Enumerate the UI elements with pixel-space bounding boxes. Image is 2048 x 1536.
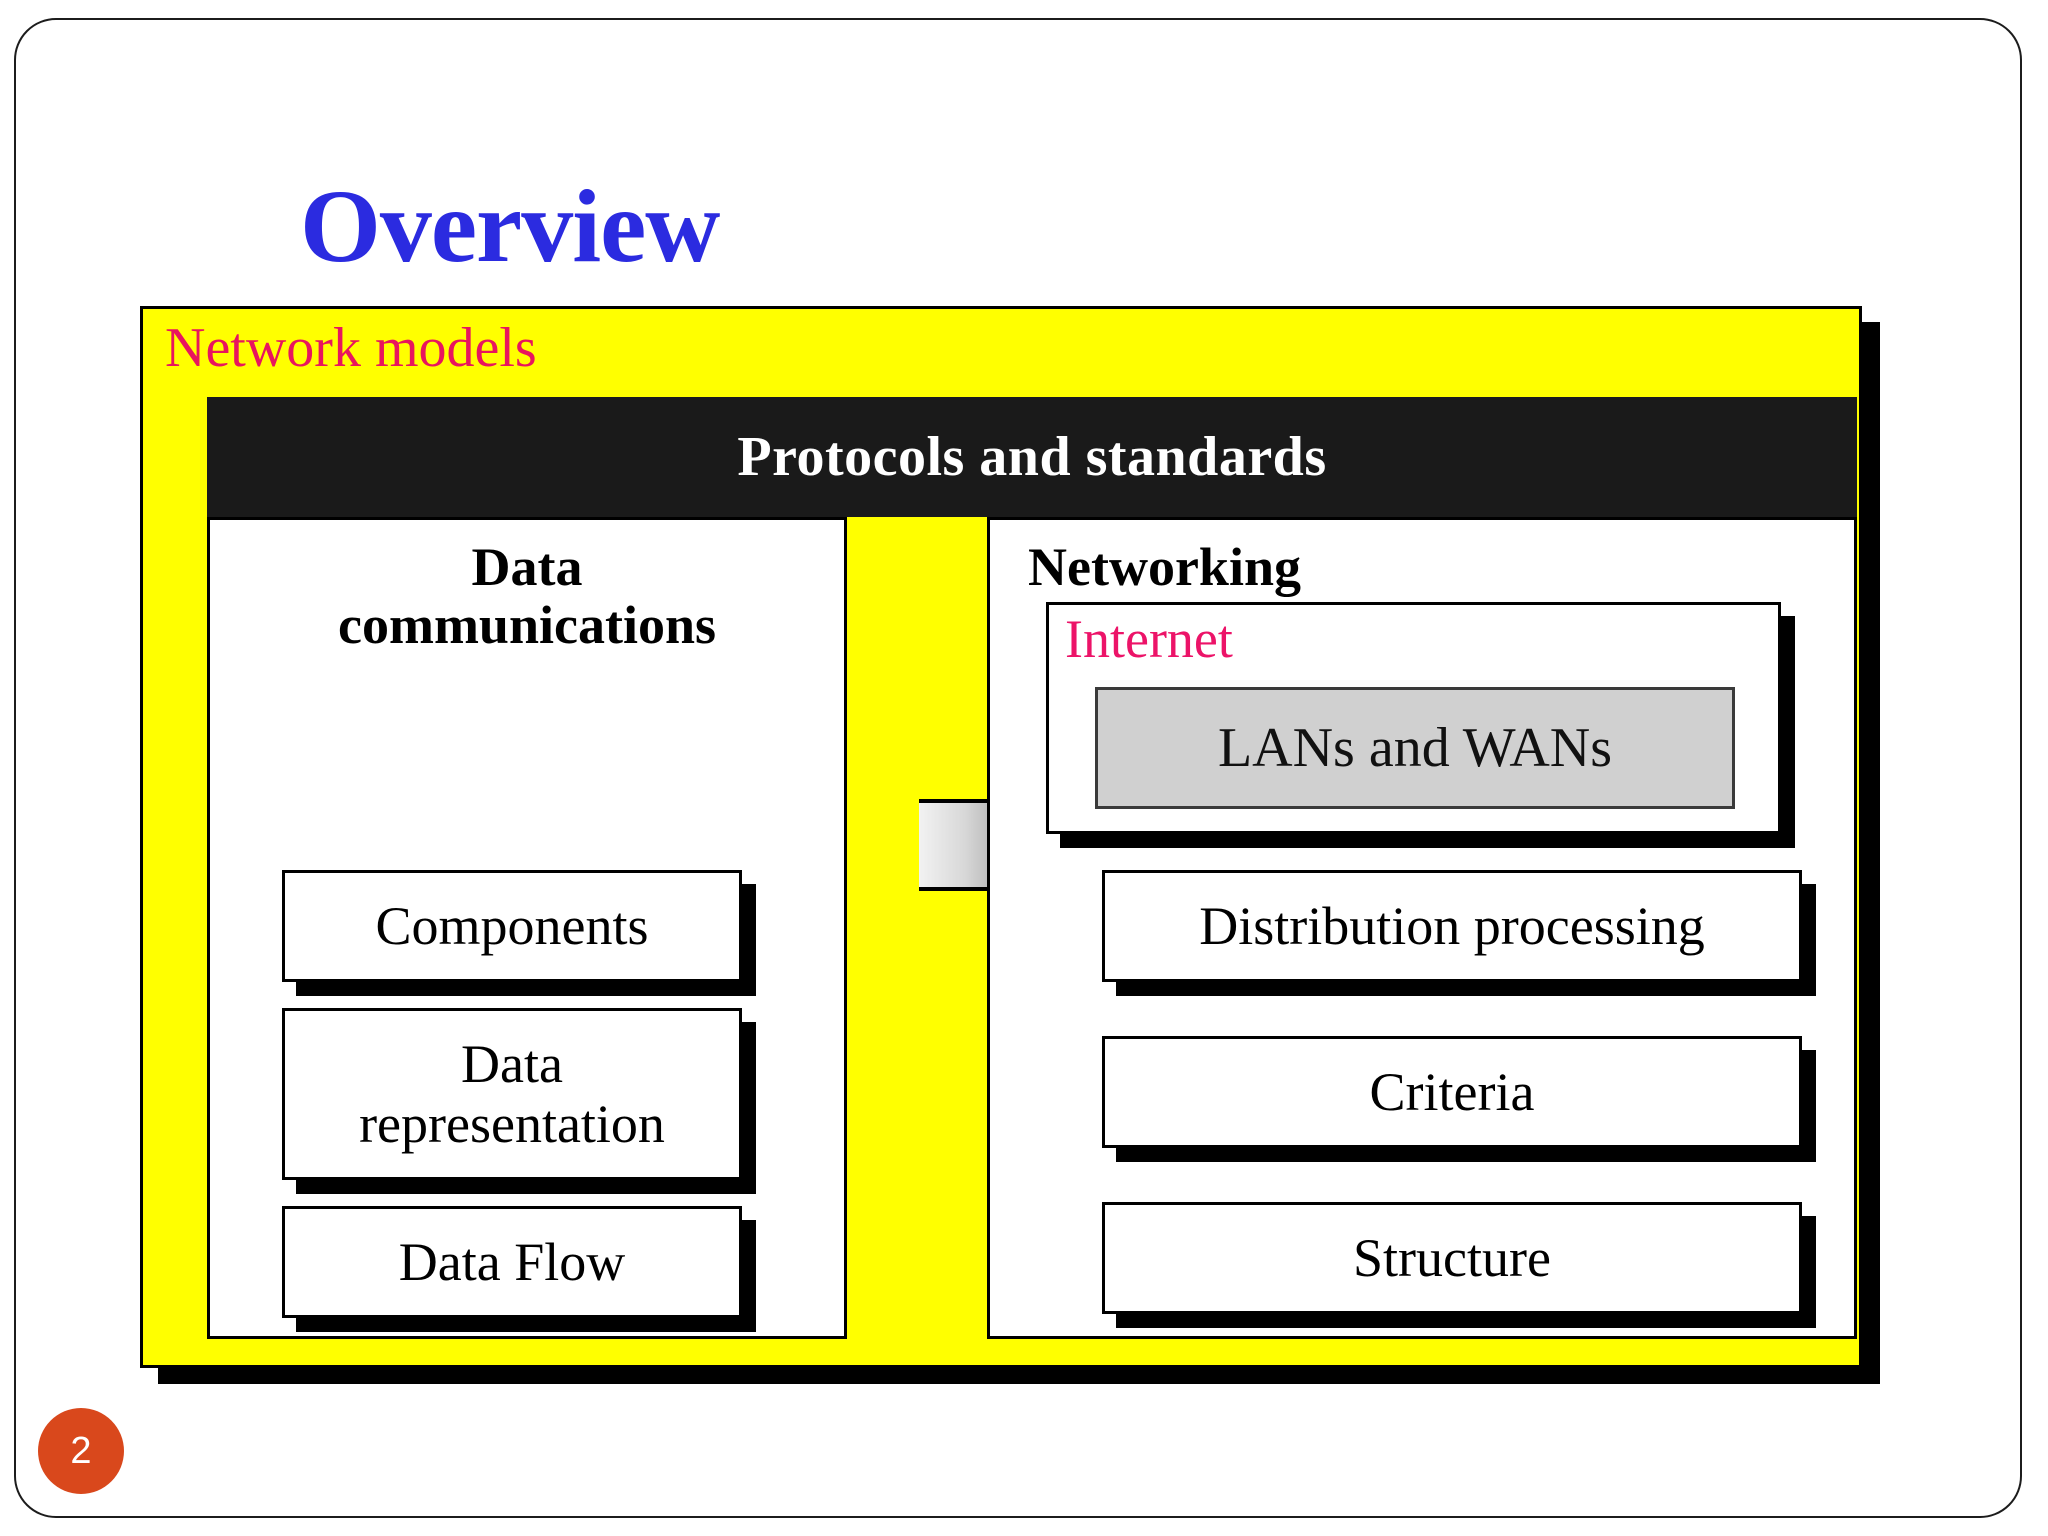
protocols-and-standards-band: Protocols and standards (207, 397, 1857, 517)
lans-and-wans-box[interactable]: LANs and WANs (1095, 687, 1735, 809)
card-components[interactable]: Components (282, 870, 742, 982)
card-data-flow-label: Data Flow (398, 1231, 626, 1292)
card-structure-label: Structure (1353, 1227, 1551, 1288)
network-models-panel: Network models Protocols and standards D… (140, 306, 1862, 1368)
page-number-badge: 2 (38, 1408, 124, 1494)
card-structure[interactable]: Structure (1102, 1202, 1802, 1314)
card-data-representation-label-line2: representation (359, 1094, 665, 1154)
networking-column: Networking Internet LANs and WANs Distri… (987, 517, 1857, 1339)
card-data-representation[interactable]: Data representation (282, 1008, 742, 1180)
card-data-representation-label-line1: Data (461, 1033, 563, 1094)
lans-and-wans-label: LANs and WANs (1217, 717, 1613, 779)
data-communications-heading: Data communications (210, 538, 844, 655)
data-communications-column: Data communications Components Data repr… (207, 517, 847, 1339)
card-components-label: Components (375, 895, 649, 956)
card-criteria-label: Criteria (1369, 1061, 1535, 1122)
page-number-label: 2 (70, 1429, 92, 1472)
card-distribution-processing-label: Distribution processing (1199, 895, 1705, 956)
protocols-and-standards-label: Protocols and standards (737, 426, 1327, 488)
columns-area: Data communications Components Data repr… (207, 517, 1857, 1339)
card-distribution-processing[interactable]: Distribution processing (1102, 870, 1802, 982)
card-criteria[interactable]: Criteria (1102, 1036, 1802, 1148)
card-data-flow[interactable]: Data Flow (282, 1206, 742, 1318)
data-communications-heading-line2: communications (338, 595, 716, 656)
data-communications-heading-line1: Data (471, 537, 583, 597)
page-title: Overview (300, 169, 720, 284)
card-data-representation-label: Data representation (359, 1034, 665, 1155)
internet-box[interactable]: Internet LANs and WANs (1046, 602, 1781, 834)
internet-label: Internet (1065, 609, 1233, 669)
panel-label: Network models (165, 317, 537, 379)
networking-heading: Networking (1028, 537, 1301, 597)
